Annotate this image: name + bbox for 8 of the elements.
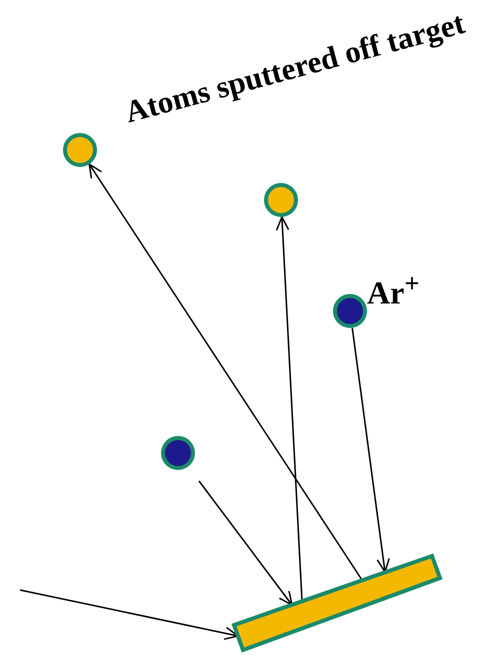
- ion-label: Ar$^{+}$: [367, 268, 420, 312]
- trajectory-arrow: [88, 163, 363, 580]
- sputtered-atom: [264, 183, 298, 217]
- trajectory-arrow: [198, 480, 293, 606]
- trajectory-arrow: [352, 328, 390, 573]
- trajectory-arrow: [276, 216, 303, 602]
- argon-ion: [161, 436, 195, 470]
- sputtered-atom: [63, 133, 97, 167]
